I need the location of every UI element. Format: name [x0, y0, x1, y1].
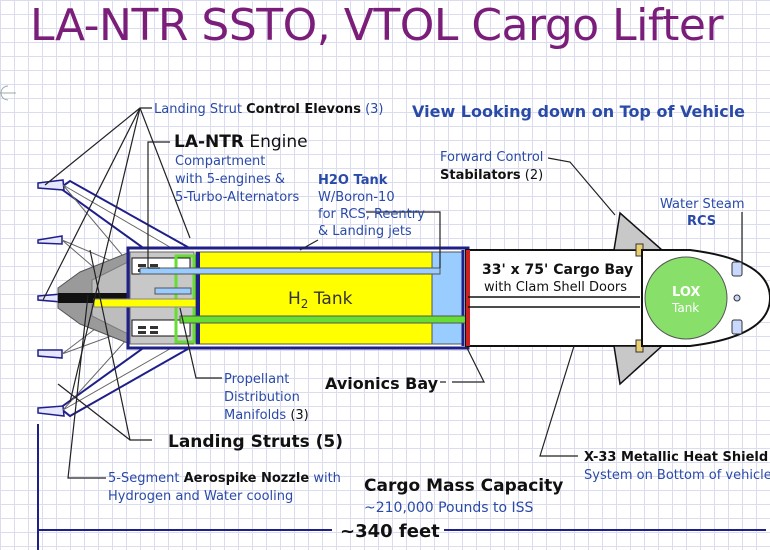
leader-lines: [42, 107, 743, 479]
label-engine-compartment: LA-NTR Engine Compartment with 5-engines…: [174, 132, 308, 205]
h2-tank: H2 Tank: [195, 251, 433, 345]
aerospike-nozzle: [57, 251, 131, 345]
svg-text:LA-NTR Engine: LA-NTR Engine: [174, 132, 308, 152]
label-h2o-tank: H2O Tank W/Boron-10 for RCS, Reentry & L…: [318, 173, 425, 239]
length-dimension: [37, 424, 766, 550]
svg-text:Water Steam: Water Steam: [660, 197, 745, 212]
svg-text:33' x 75' Cargo Bay: 33' x 75' Cargo Bay: [482, 262, 633, 278]
svg-text:& Landing jets: & Landing jets: [318, 224, 412, 239]
svg-text:H2O Tank: H2O Tank: [318, 173, 388, 188]
strut-pad-5: [37, 405, 65, 417]
svg-text:Forward Control: Forward Control: [440, 150, 543, 165]
cargo-bay: [465, 249, 643, 347]
label-water-steam-rcs: Water Steam RCS: [660, 197, 745, 229]
svg-text:Compartment: Compartment: [175, 154, 265, 169]
label-cargo-mass: Cargo Mass Capacity ~210,000 Pounds to I…: [364, 476, 563, 516]
forward-stabilators: [613, 211, 664, 386]
svg-text:with Clam Shell Doors: with Clam Shell Doors: [484, 280, 627, 295]
label-heat-shield: X-33 Metallic Heat Shield System on Bott…: [584, 450, 770, 483]
svg-text:Distribution: Distribution: [224, 390, 300, 405]
svg-text:Tank: Tank: [671, 301, 699, 315]
view-caption: View Looking down on Top of Vehicle: [412, 102, 745, 121]
label-cargo-bay: 33' x 75' Cargo Bay with Clam Shell Door…: [482, 262, 633, 295]
strut-pad-1: [37, 179, 65, 191]
svg-text:with 5-engines &: with 5-engines &: [175, 172, 285, 187]
strut-pad-2: [37, 235, 63, 245]
registration-mark: [0, 85, 16, 101]
label-length: ~340 feet: [340, 521, 440, 542]
nose-section: [641, 249, 770, 347]
label-control-elevons: Landing Strut Control Elevons (3): [154, 102, 383, 117]
svg-text:for RCS, Reentry: for RCS, Reentry: [318, 207, 425, 222]
label-lox-tank: LOX Tank: [671, 285, 700, 315]
svg-text:Stabilators (2): Stabilators (2): [440, 168, 543, 183]
svg-text:Manifolds (3): Manifolds (3): [224, 408, 309, 423]
label-landing-struts: Landing Struts (5): [168, 432, 343, 452]
svg-text:5-Segment Aerospike Nozzle wit: 5-Segment Aerospike Nozzle with: [108, 471, 341, 486]
svg-text:W/Boron-10: W/Boron-10: [318, 190, 395, 205]
svg-text:Cargo Mass Capacity: Cargo Mass Capacity: [364, 476, 563, 496]
strut-pad-4: [37, 349, 63, 359]
svg-text:~210,000 Pounds to ISS: ~210,000 Pounds to ISS: [364, 500, 533, 516]
svg-text:Hydrogen and Water cooling: Hydrogen and Water cooling: [108, 489, 293, 504]
svg-text:RCS: RCS: [687, 214, 716, 229]
label-aerospike-nozzle: 5-Segment Aerospike Nozzle with Hydrogen…: [108, 471, 341, 504]
label-forward-stabilators: Forward Control Stabilators (2): [440, 150, 543, 183]
svg-text:System on Bottom of vehicle: System on Bottom of vehicle: [584, 468, 770, 483]
label-propellant-manifolds: Propellant Distribution Manifolds (3): [224, 372, 309, 423]
label-avionics-bay: Avionics Bay: [325, 374, 439, 393]
svg-text:LOX: LOX: [672, 285, 700, 300]
svg-text:Propellant: Propellant: [224, 372, 289, 387]
page-title: LA-NTR SSTO, VTOL Cargo Lifter: [30, 0, 724, 51]
svg-text:X-33 Metallic Heat Shield: X-33 Metallic Heat Shield: [584, 450, 768, 465]
svg-text:5-Turbo-Alternators: 5-Turbo-Alternators: [175, 190, 299, 205]
svg-text:H2 Tank: H2 Tank: [288, 289, 353, 311]
h2o-tank: [431, 250, 465, 346]
